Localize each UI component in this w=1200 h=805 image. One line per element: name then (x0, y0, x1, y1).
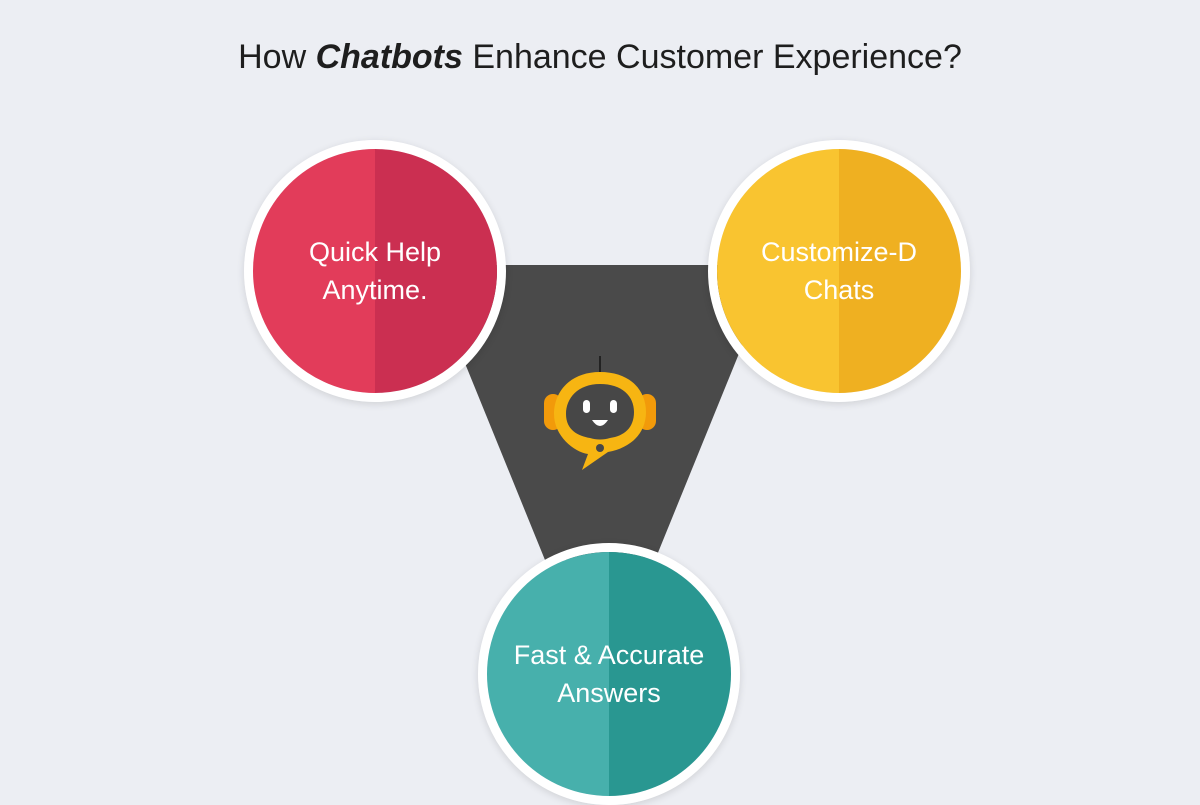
page-title: How Chatbots Enhance Customer Experience… (0, 38, 1200, 77)
benefit-label: Quick Help Anytime. (308, 237, 442, 305)
benefit-circle-quick-help: Quick Help Anytime. (244, 140, 506, 402)
title-prefix: How (238, 38, 316, 76)
chatbot-robot-icon (544, 356, 656, 470)
benefit-label: Customize-D Chats (760, 237, 918, 305)
benefit-circle-customized-chats: Customize-D Chats (708, 140, 970, 402)
benefit-circle-fast-answers: Fast & Accurate Answers (478, 543, 740, 805)
benefit-label: Fast & Accurate Answers (513, 640, 705, 708)
title-emphasis: Chatbots (315, 38, 463, 76)
title-suffix: Enhance Customer Experience? (462, 38, 962, 76)
